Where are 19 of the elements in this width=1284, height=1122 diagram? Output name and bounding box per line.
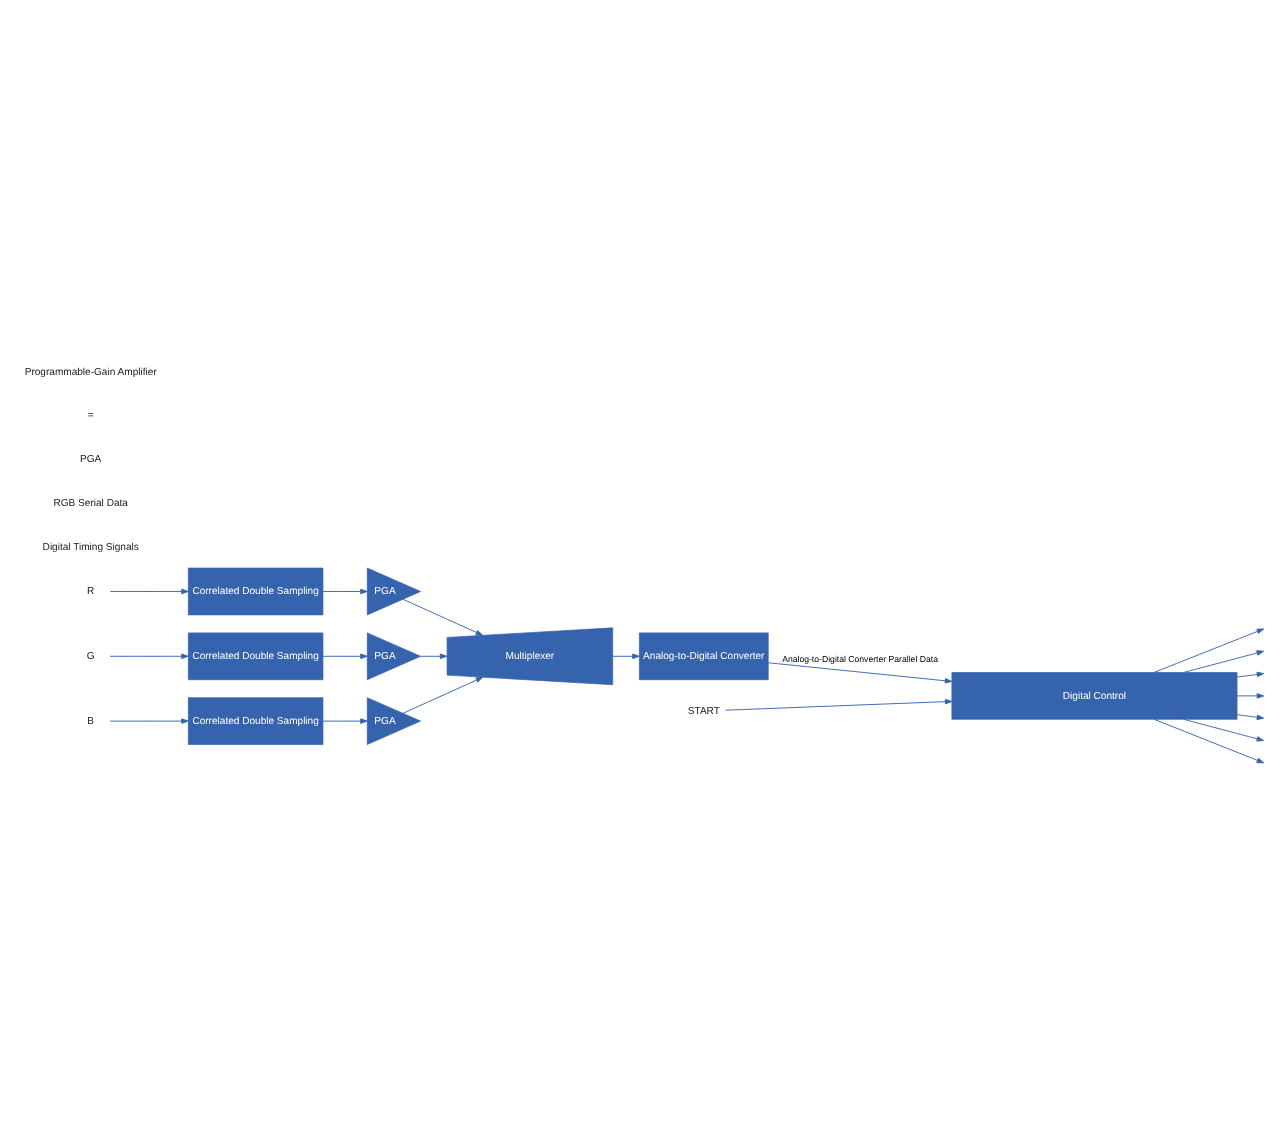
arrow <box>767 662 953 684</box>
arrow <box>109 718 189 724</box>
arrow <box>109 588 189 595</box>
arrow <box>402 598 484 636</box>
arrow <box>420 653 448 659</box>
arrow <box>1183 650 1265 673</box>
arrow <box>322 718 368 724</box>
arrow <box>322 653 368 659</box>
arrow <box>1153 718 1265 764</box>
arrow <box>1183 718 1265 742</box>
arrow <box>1153 628 1265 673</box>
arrow <box>725 698 953 711</box>
arrow <box>402 676 484 714</box>
arrow <box>1236 671 1265 678</box>
arrow <box>1236 714 1265 721</box>
arrow <box>109 653 189 659</box>
arrow <box>322 588 368 595</box>
arrow <box>612 653 640 659</box>
arrow <box>1236 693 1265 699</box>
